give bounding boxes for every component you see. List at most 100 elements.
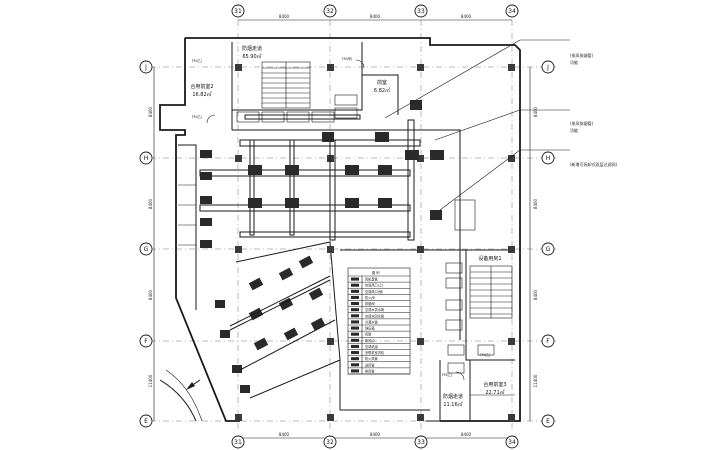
legend-item-label: 空调水供水管 <box>365 307 384 312</box>
dim-bottom-3: 8400 <box>461 432 472 437</box>
legend-symbol <box>351 314 359 318</box>
legend-item-label: 空调水回水管 <box>365 313 384 318</box>
corridor-bottom-name: 防烟走道 <box>443 393 463 400</box>
legend-symbol <box>351 369 359 373</box>
small-rooms <box>206 59 495 381</box>
callout-2-label: (排风排烟管) <box>570 120 594 126</box>
dim-right-4: 11400 <box>533 374 538 387</box>
door-tag-2: FM(乙) <box>192 114 202 119</box>
row-bubble-F-left: F <box>144 338 148 345</box>
dim-left-1: 8400 <box>148 106 153 117</box>
callout-2-sub: 功能 <box>570 127 578 133</box>
callout-3-label: (新增可拆卸式双层过滤网) <box>570 161 618 167</box>
col-bubble-32-top: 32 <box>326 8 334 15</box>
dim-left-3: 8400 <box>148 289 153 300</box>
door-tag-1: FM(乙) <box>192 58 202 63</box>
legend-symbol <box>351 344 359 348</box>
legend-item-label: 防火阀 <box>365 295 375 300</box>
corridor-bottom-area: 11.16㎡ <box>443 401 462 408</box>
legend-symbol <box>351 308 359 312</box>
legend-item-label: 静压箱 <box>365 326 375 331</box>
legend-item-label: 排风管 <box>365 368 375 373</box>
fire-room-top-name: 合用前室2 <box>190 83 213 90</box>
shaft-top-area: 6.82㎡ <box>374 87 390 94</box>
legend-item-label: 风管 <box>365 332 371 337</box>
row-bubble-J-right: J <box>546 64 549 71</box>
grid-lines <box>150 20 556 432</box>
equip-room-name: 设备用房1 <box>478 255 501 262</box>
row-bubble-F-right: F <box>546 338 550 345</box>
building-walls <box>159 37 521 422</box>
legend-symbol <box>351 320 359 324</box>
legend-item-label: 空调风口(侧) <box>365 289 383 294</box>
door-tag-4: FM(乙) <box>480 352 490 357</box>
fire-room-bottom-name: 合用前室3 <box>483 381 506 388</box>
legend-item-label: 风机盘管 <box>365 277 378 282</box>
col-bubble-31-top: 31 <box>234 8 242 15</box>
col-bubble-33-top: 33 <box>417 8 425 15</box>
dim-right-2: 8400 <box>533 198 538 209</box>
door-tag-3: FM(甲) <box>342 57 352 61</box>
dim-top-2: 8400 <box>370 14 381 19</box>
legend-item-label: 排烟阀 <box>365 301 375 306</box>
callout-1-sub: 功能 <box>570 59 578 65</box>
col-bubble-32-bottom: 32 <box>326 439 334 446</box>
fire-room-top-area: 16.82㎡ <box>192 91 211 98</box>
door-tags: FM(乙) FM(乙) FM(甲) FM(乙) FM(乙) <box>192 57 490 377</box>
legend-symbol <box>351 332 359 336</box>
legend-symbol <box>351 295 359 299</box>
legend-title: 图 例 <box>372 270 379 275</box>
row-bubble-E-right: E <box>546 418 550 425</box>
row-bubble-H-right: H <box>546 155 551 162</box>
col-bubble-33-bottom: 33 <box>417 439 425 446</box>
callouts: (排风排烟管) 功能 (排风排烟管) 功能 (新增可拆卸式双层过滤网) <box>186 39 618 390</box>
legend-items: 风机盘管空调风口(上)空调风口(侧)防火阀排烟阀空调水供水管空调水回水管冷凝水管… <box>348 277 410 375</box>
legend-item-label: 空调机组 <box>365 344 379 349</box>
legend-symbol <box>351 277 359 281</box>
legend-symbol <box>351 363 359 367</box>
dim-left-2: 8400 <box>148 198 153 209</box>
legend-symbol <box>351 338 359 342</box>
dim-top-3: 8400 <box>461 14 472 19</box>
row-bubble-G-right: G <box>546 246 551 253</box>
legend-symbol <box>351 351 359 355</box>
fan-coil-units <box>200 100 444 393</box>
dim-bottom-2: 8400 <box>370 432 381 437</box>
stair-right <box>469 265 513 319</box>
dim-bottom-1: 8400 <box>279 432 290 437</box>
row-bubble-J-left: J <box>144 64 147 71</box>
col-bubble-34-bottom: 34 <box>508 439 516 446</box>
legend-symbol <box>351 289 359 293</box>
corridor-top-area: 65.90㎡ <box>242 53 261 60</box>
legend-item-label: 空调风口(上) <box>365 283 383 288</box>
legend-symbol <box>351 283 359 287</box>
legend-symbol <box>351 357 359 361</box>
dim-right-3: 8400 <box>533 289 538 300</box>
corridor-top-name: 防烟走道 <box>242 45 262 52</box>
legend-item-label: 冷凝水管 <box>365 319 378 324</box>
dim-left-4: 11400 <box>148 374 153 387</box>
col-bubble-34-top: 34 <box>508 8 516 15</box>
shaft-top-name: 前室 <box>377 79 387 86</box>
legend-item-label: 防火风管 <box>365 356 378 361</box>
dimension-lines: 8400 8400 8400 8400 8400 8400 8400 8400 … <box>148 14 538 439</box>
room-labels: 防烟走道 65.90㎡ 合用前室2 16.82㎡ 前室 6.82㎡ 设备用房1 … <box>190 45 506 408</box>
dim-top-1: 8400 <box>279 14 290 19</box>
legend-item-label: 送风管 <box>365 362 375 367</box>
legend-symbol <box>351 326 359 330</box>
dim-right-1: 8400 <box>533 106 538 117</box>
row-bubble-E-left: E <box>144 418 148 425</box>
structural-columns <box>235 64 515 421</box>
door-tag-5: FM(乙) <box>442 372 452 377</box>
legend-item-label: 新风口 <box>365 338 375 343</box>
legend-symbol <box>351 302 359 306</box>
row-bubble-G-left: G <box>144 246 149 253</box>
fire-room-bottom-area: 22.71㎡ <box>485 389 504 396</box>
legend-item-label: 多联机室内机 <box>365 350 385 355</box>
callout-1-label: (排风排烟管) <box>570 52 594 58</box>
row-bubble-H-left: H <box>144 155 149 162</box>
grid-bubbles: 31 32 33 34 31 32 33 34 J H G F E J H G … <box>139 4 555 449</box>
stair-top <box>261 61 311 109</box>
col-bubble-31-bottom: 31 <box>234 439 242 446</box>
